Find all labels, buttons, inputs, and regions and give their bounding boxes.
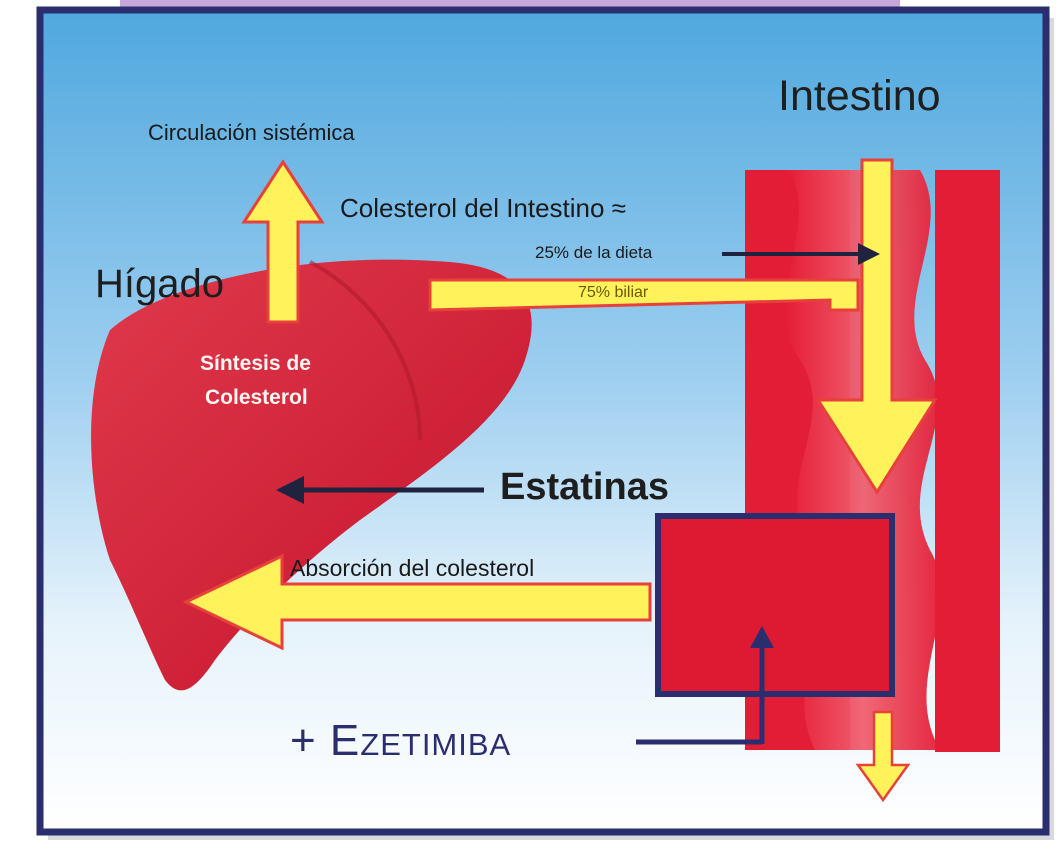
cholesterol-synthesis-label-1: Síntesis de (200, 352, 311, 376)
intestinal-cholesterol-label: Colesterol del Intestino ≈ (340, 193, 626, 224)
intestine-title: Intestino (778, 72, 941, 121)
systemic-circulation-label: Circulación sistémica (148, 120, 355, 146)
liver-title: Hígado (95, 262, 224, 307)
ezetimibe-label: + Ezetimiba (290, 716, 511, 766)
statins-label: Estatinas (500, 466, 669, 509)
cholesterol-absorption-label: Absorción del colesterol (290, 555, 534, 582)
diet-percent-label: 25% de la dieta (535, 243, 652, 263)
biliary-percent-label: 75% biliar (578, 284, 648, 302)
absorption-site-box (658, 516, 892, 694)
cholesterol-synthesis-label-2: Colesterol (205, 386, 308, 410)
